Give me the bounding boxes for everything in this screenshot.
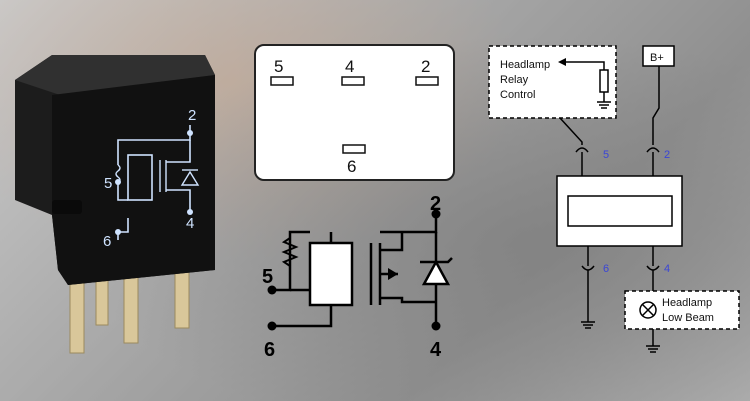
print-node [115,229,121,235]
connector-symbol [575,147,589,153]
relay-printed-schematic: 2 5 4 6 [103,107,200,250]
control-wire [563,61,605,70]
wiring-pin-label: 6 [603,263,609,275]
schematic-diode [421,259,451,286]
relay-print-pin-label: 5 [104,175,112,192]
control-arrow [558,58,566,66]
schematic-wire [380,232,404,252]
pinout-pin-label: 2 [421,57,430,76]
control-lead [559,117,583,145]
pinout-panel [254,44,455,181]
print-wire [117,218,129,240]
print-node [187,130,193,136]
pinout-pin-slot [270,76,294,86]
relay-terminal [95,274,109,326]
pinout-pin-slot [342,144,366,154]
print-node [115,179,121,185]
print-wire [166,189,191,212]
connector-symbol [581,265,595,271]
relay-print-pin-label: 4 [186,215,194,232]
relay-print-pin-label: 2 [188,107,196,124]
relay-terminal [69,274,85,354]
connector-symbol [646,147,660,153]
relay-print-pin-label: 6 [103,233,111,250]
relay-photo: 2 5 4 6 [15,55,215,354]
relay-terminal [174,267,190,329]
schematic-arrow [388,268,398,280]
wiring-diagram: Headlamp Relay Control B+ 5 2 6 4 [488,45,740,353]
relay-terminal [123,274,139,344]
schematic-coil [308,241,354,307]
schematic-node [431,321,441,331]
print-diode [180,170,200,186]
battery-plus-label: B+ [650,52,664,64]
print-wire [117,182,128,201]
schematic-node [267,285,277,295]
pinout-footprint: 5 4 2 6 [254,44,455,181]
schematic-resistor [281,237,299,267]
lamp-icon [641,303,655,317]
relay-top-face [15,55,215,95]
wiring-pin-label: 5 [603,149,609,161]
headlamp-relay-control-box [488,45,617,119]
schematic-pin-label: 5 [262,266,273,288]
relay-notch [52,200,82,214]
print-coil [127,154,153,201]
wiring-relay-inner [567,195,673,227]
schematic-pin-label: 4 [430,339,442,361]
control-resistor [599,69,609,93]
relay-schematic: 2 5 6 4 [262,193,453,361]
print-wire [166,140,191,163]
schematic-wire [380,214,438,234]
pinout-pin-slot [341,76,365,86]
lamp-box-line: Low Beam [662,312,714,324]
schematic-node [267,321,277,331]
wiring-pin-label: 4 [664,263,670,275]
pinout-pin-slot [415,76,439,86]
relay-front-face [52,75,215,285]
control-box-line: Headlamp [500,59,550,71]
pinout-pin-label: 6 [347,157,356,176]
wiring-pin-label: 2 [664,149,670,161]
schematic-diode-bar [420,257,453,264]
schematic-node [431,209,441,219]
lamp-box-line: Headlamp [662,297,712,309]
control-box-line: Relay [500,74,529,86]
schematic-wire [380,296,436,304]
pinout-pin-label: 5 [274,57,283,76]
schematic-pin-label: 6 [264,339,275,361]
supply-wire [652,66,660,145]
connector-symbol [646,265,660,271]
pinout-pin-label: 4 [345,57,354,76]
control-box-line: Control [500,89,535,101]
schematic-wire [272,230,310,292]
print-node [187,209,193,215]
schematic-wire [272,305,333,328]
schematic-pin-label: 2 [430,193,441,215]
